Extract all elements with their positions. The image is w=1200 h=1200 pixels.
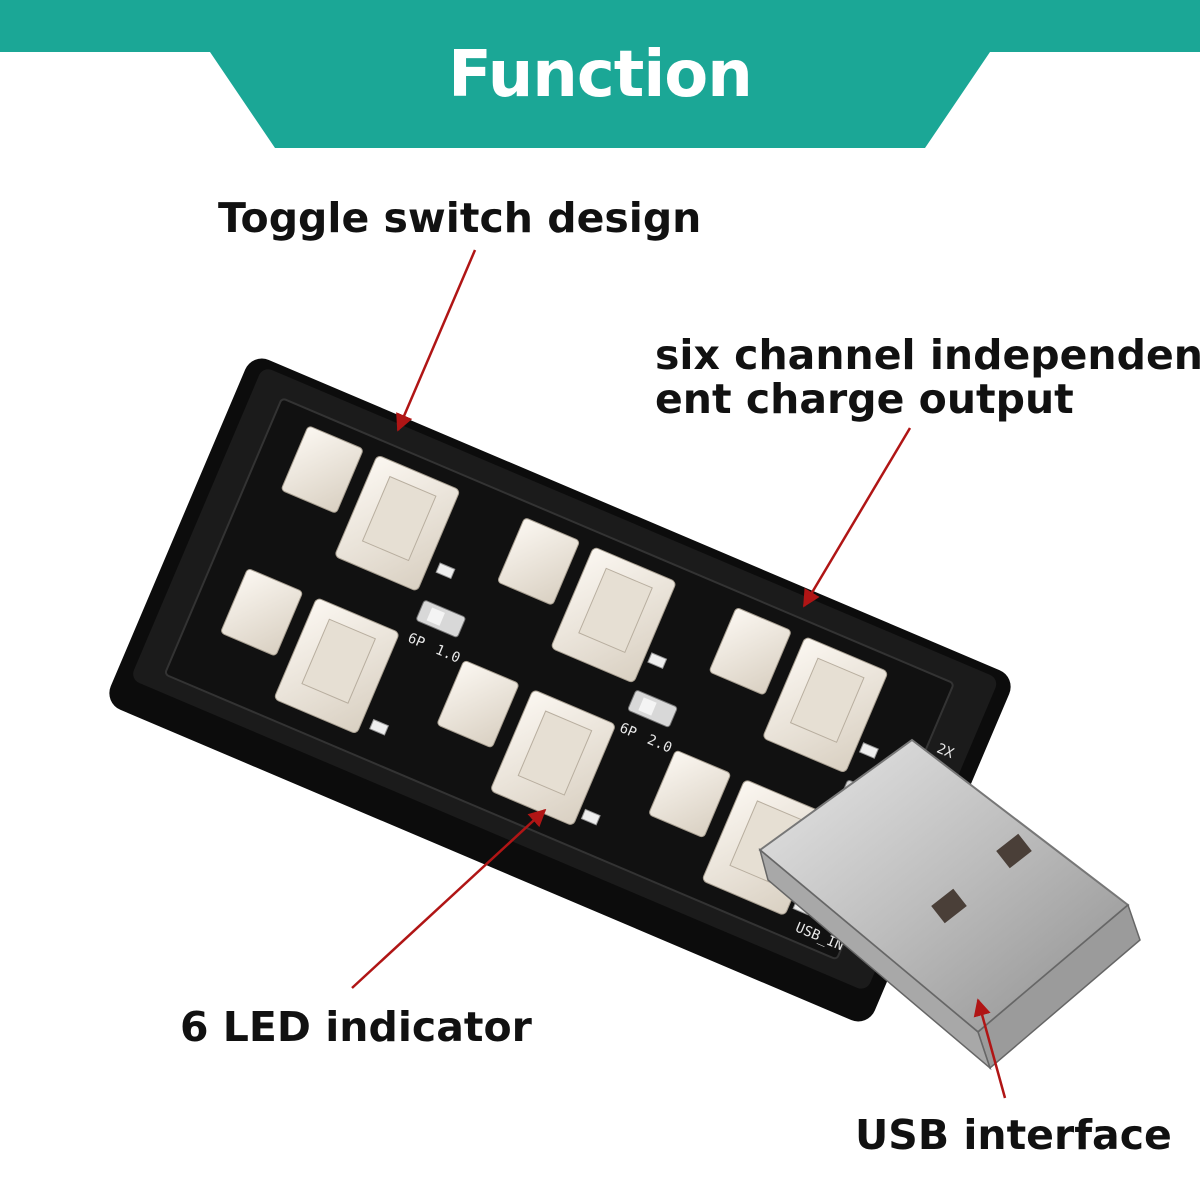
callout-channels-line1: six channel independent (655, 331, 1200, 379)
page-title: Function (448, 38, 753, 112)
connector-pair-3 (709, 608, 888, 772)
led-indicators (369, 562, 879, 916)
pointer-toggle (396, 249, 477, 432)
pointer-usb (973, 998, 1007, 1099)
output-connectors (221, 426, 888, 915)
header-banner (0, 0, 1200, 148)
callout-usb: USB interface (855, 1111, 1172, 1159)
silkscreen-label: 6P (405, 630, 427, 651)
usb-hole (931, 888, 967, 924)
pointer-channels (802, 427, 912, 608)
callout-channels-line2: ent charge output (655, 375, 1074, 423)
connector-pair-1 (281, 426, 460, 591)
silkscreen-label: 6P (617, 720, 639, 741)
connector-pair-4 (221, 569, 399, 733)
connector-pair-2 (497, 518, 676, 683)
pointer-led (351, 808, 547, 989)
usb-plug (758, 738, 1141, 1071)
usb-hole (996, 833, 1032, 869)
callout-toggle-switch: Toggle switch design (218, 194, 702, 242)
connector-pair-5 (437, 660, 615, 825)
silkscreen-label: 2X (934, 741, 956, 763)
callout-led: 6 LED indicator (180, 1003, 532, 1051)
